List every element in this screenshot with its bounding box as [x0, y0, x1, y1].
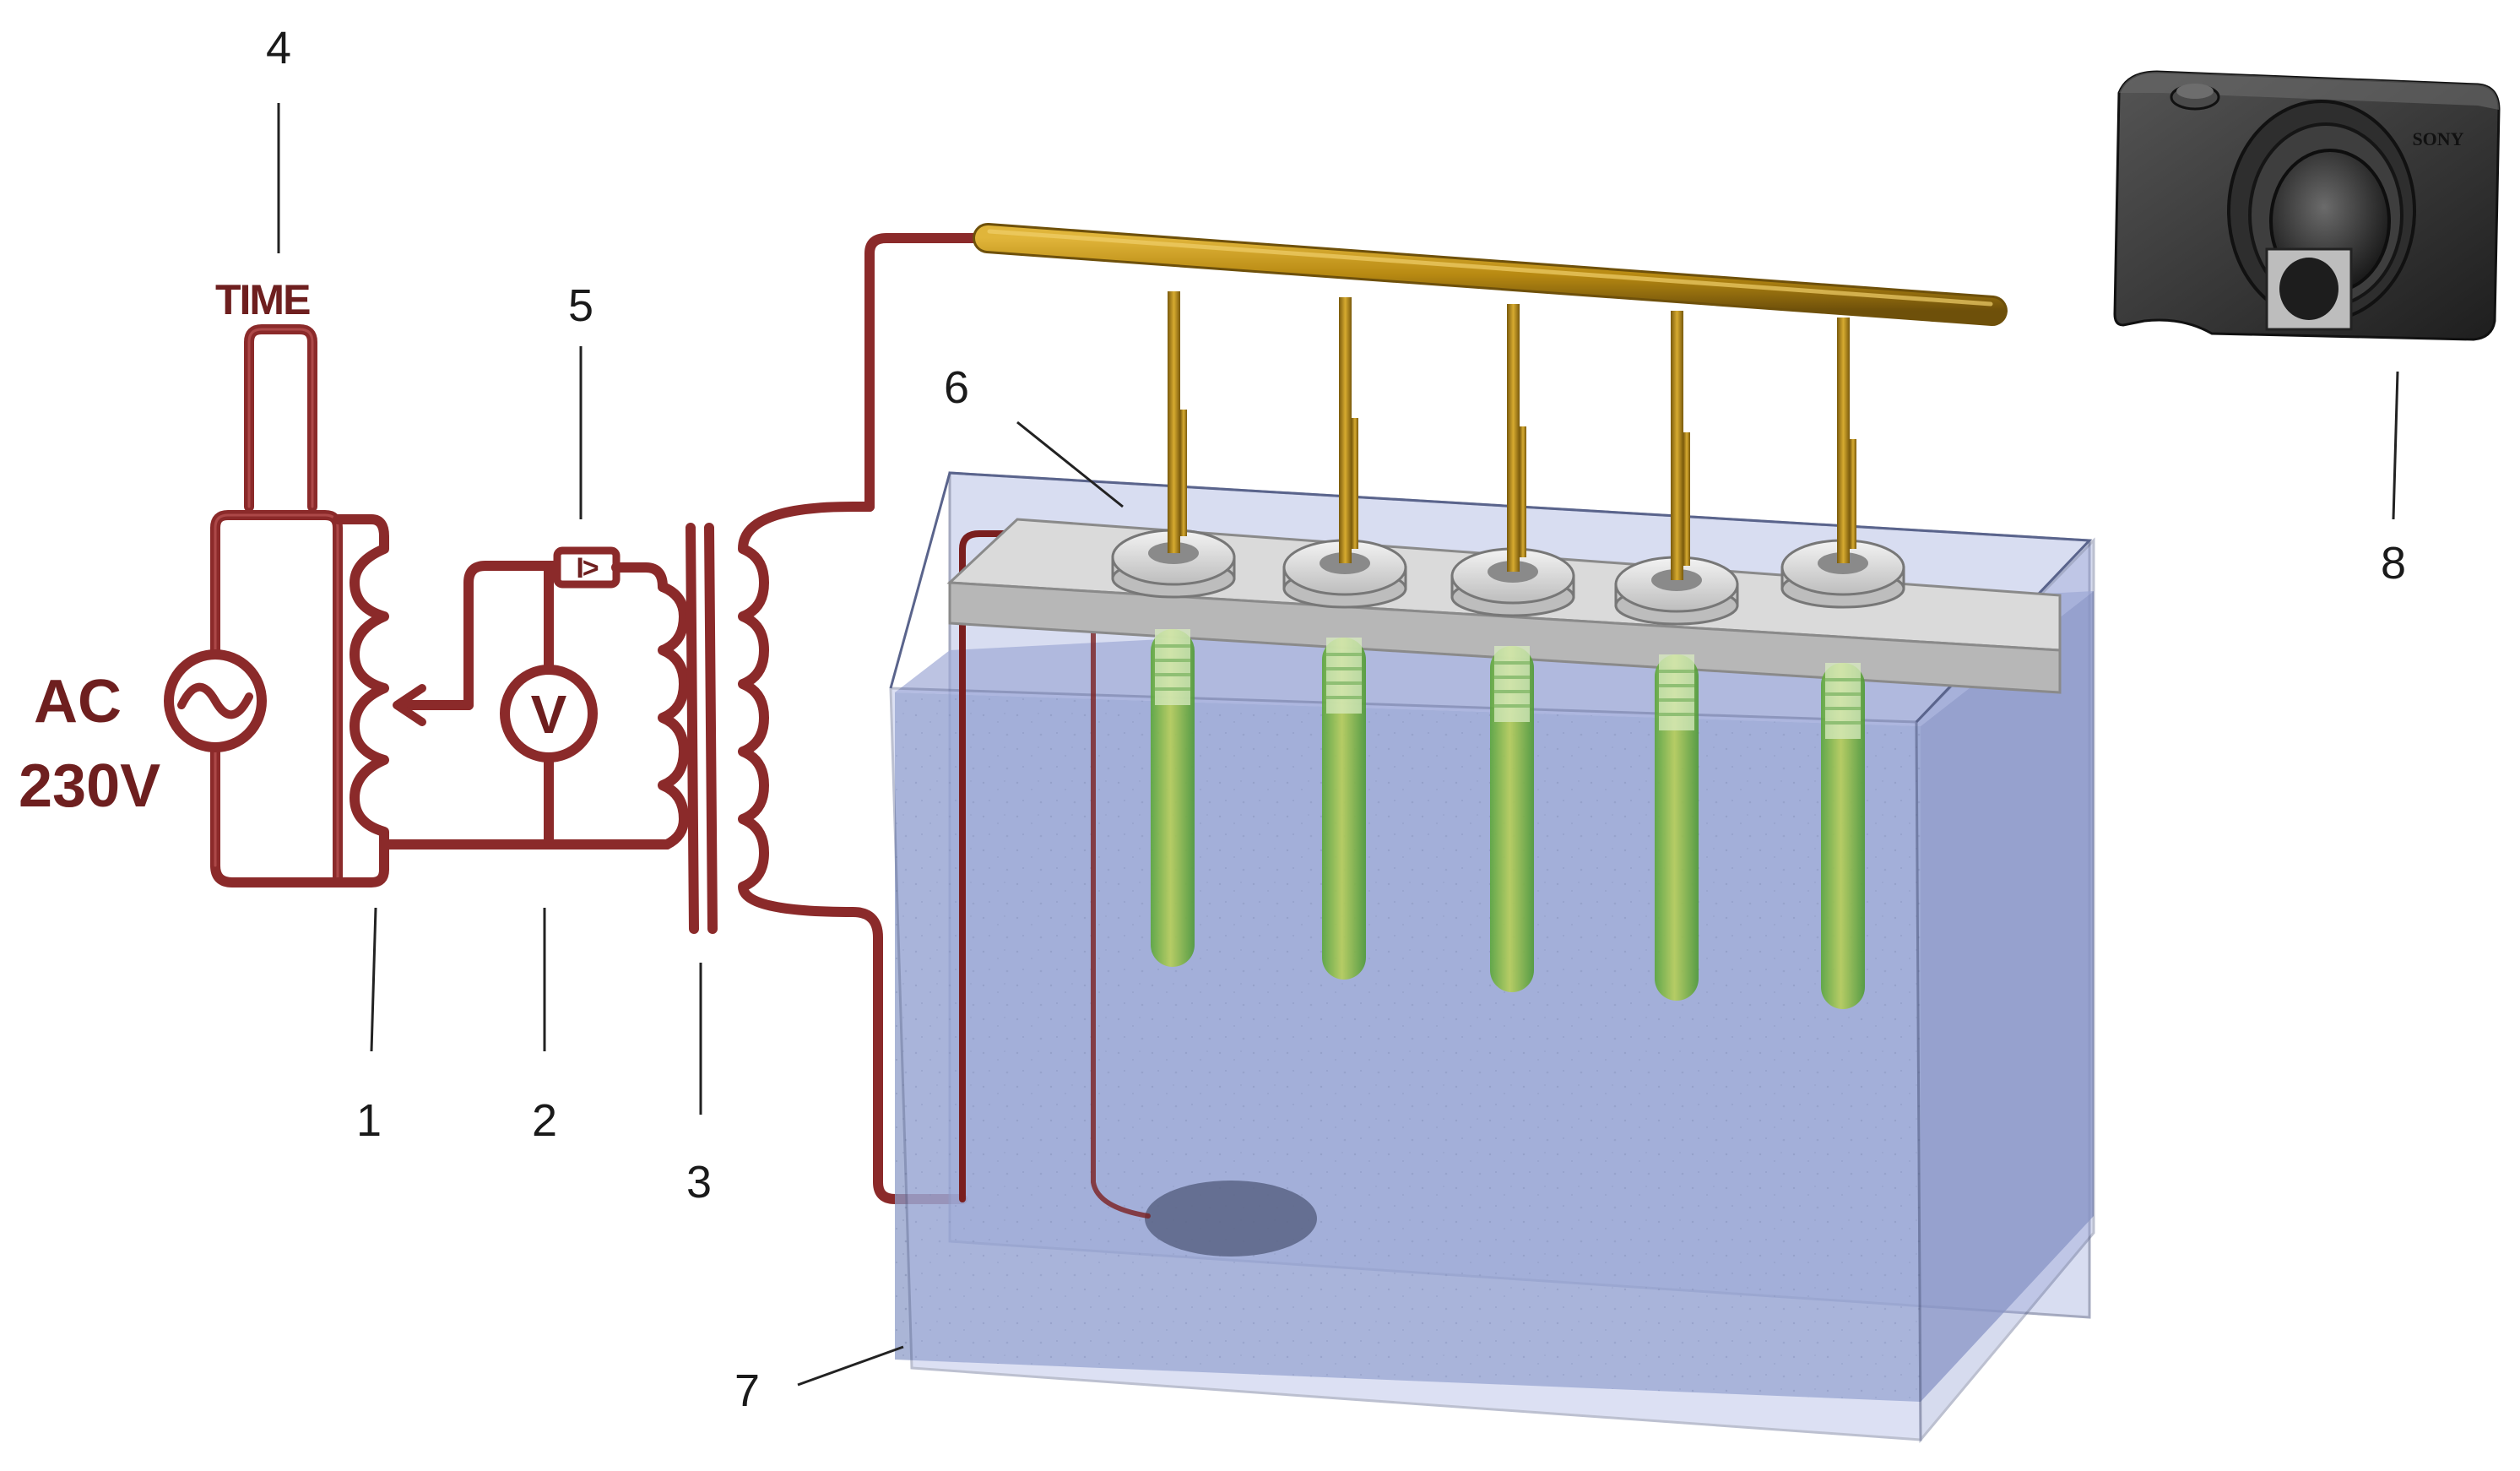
callout-numbers: 4 5 6 1 2 3 7 8	[266, 23, 2406, 1416]
transformer-secondary-coil	[738, 233, 993, 1204]
wiper-arrow-icon	[393, 684, 426, 726]
tank-water-side	[1921, 591, 2094, 1402]
overcurrent-relay: I>	[553, 546, 668, 592]
test-tube	[1450, 304, 1575, 992]
ac-source	[164, 510, 343, 887]
test-tube	[1111, 291, 1236, 967]
test-tube	[1614, 311, 1739, 1001]
electrode-rod	[1671, 311, 1683, 580]
ac-source-label-line2: 230V	[19, 752, 160, 820]
ac-source-label-line1: AC	[34, 668, 122, 736]
leader-line-8	[2392, 371, 2399, 520]
autotransformer-coil	[333, 514, 474, 887]
callout-2: 2	[532, 1095, 557, 1146]
sine-wave-icon	[177, 682, 253, 719]
camera: SONY	[2113, 70, 2501, 341]
test-tube	[1780, 318, 1905, 1009]
electrode-rod	[1507, 304, 1520, 572]
leader-line-6	[1016, 421, 1124, 508]
camera-brand-label: SONY	[2412, 128, 2463, 149]
high-voltage-bus-rod	[973, 223, 2008, 326]
callout-3: 3	[686, 1157, 712, 1208]
leader-line-7	[797, 1345, 904, 1387]
leader-lines	[277, 103, 2399, 1387]
voltmeter	[500, 665, 598, 763]
voltmeter-symbol: V	[531, 684, 567, 745]
transformer-core	[686, 523, 718, 934]
callout-7: 7	[734, 1365, 760, 1416]
electrode-rod	[1168, 291, 1180, 553]
ground-electrode-plate	[1145, 1181, 1317, 1257]
test-tube	[1282, 297, 1407, 980]
timer-switch	[244, 324, 317, 512]
control-branch: V	[379, 561, 672, 849]
timer-label: TIME	[215, 276, 310, 323]
callout-1: 1	[356, 1095, 382, 1146]
electrical-circuit: V I> AC 230V TIME	[19, 233, 993, 1204]
callout-6: 6	[944, 362, 969, 413]
test-tubes	[1111, 291, 1905, 1009]
callout-4: 4	[266, 23, 291, 73]
electrode-rod	[1837, 318, 1850, 563]
tank-front-face	[889, 687, 1922, 1441]
callout-8: 8	[2381, 538, 2406, 589]
electrode-rod	[1339, 297, 1352, 563]
transformer-primary-coil	[658, 582, 689, 849]
leader-line-1	[370, 907, 377, 1052]
holder-plate-front	[948, 581, 2062, 694]
callout-5: 5	[568, 280, 593, 331]
ground-wire	[959, 530, 1151, 1219]
relay-symbol: I>	[576, 552, 598, 584]
